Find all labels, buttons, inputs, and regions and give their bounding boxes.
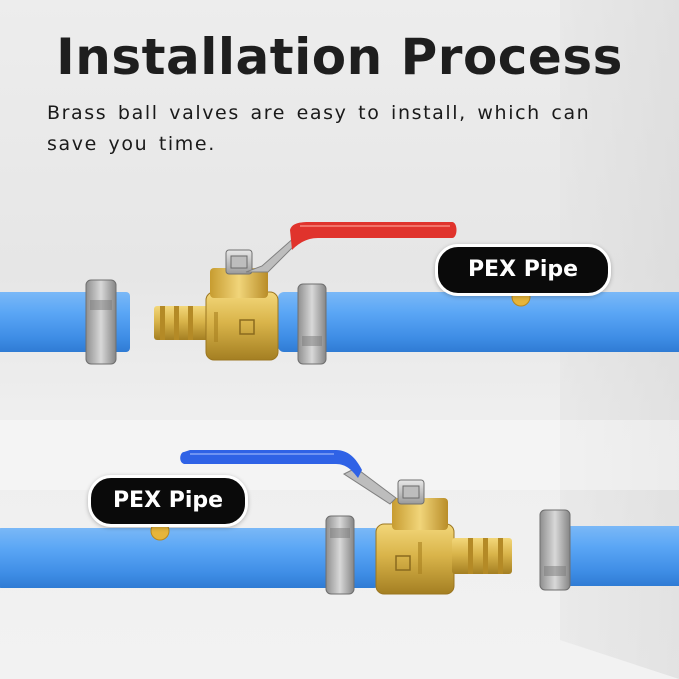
pex-pipe-top-right xyxy=(278,292,679,352)
crimp-ring-bottom-right xyxy=(539,509,571,591)
page-subtitle: Brass ball valves are easy to install, w… xyxy=(47,102,591,155)
page-title: Installation Process xyxy=(56,28,623,86)
top-assembly xyxy=(0,222,679,365)
brass-valve-top xyxy=(205,249,279,361)
pex-pipe-bottom-left xyxy=(0,528,380,588)
pex-pipe-label-top: PEX Pipe xyxy=(435,244,611,296)
crimp-ring-top-left xyxy=(85,279,117,365)
brass-valve-bottom xyxy=(375,479,455,595)
crimp-ring-top-right xyxy=(297,283,327,365)
blue-lever-handle xyxy=(180,450,397,505)
red-lever-handle xyxy=(245,222,457,273)
barb-fitting-top xyxy=(154,306,210,340)
barb-fitting-bottom xyxy=(452,538,512,574)
bottom-assembly xyxy=(0,450,679,595)
pex-pipe-bottom-right xyxy=(544,526,679,586)
pex-pipe-label-bottom: PEX Pipe xyxy=(88,475,248,527)
crimp-ring-bottom-left xyxy=(325,515,355,595)
